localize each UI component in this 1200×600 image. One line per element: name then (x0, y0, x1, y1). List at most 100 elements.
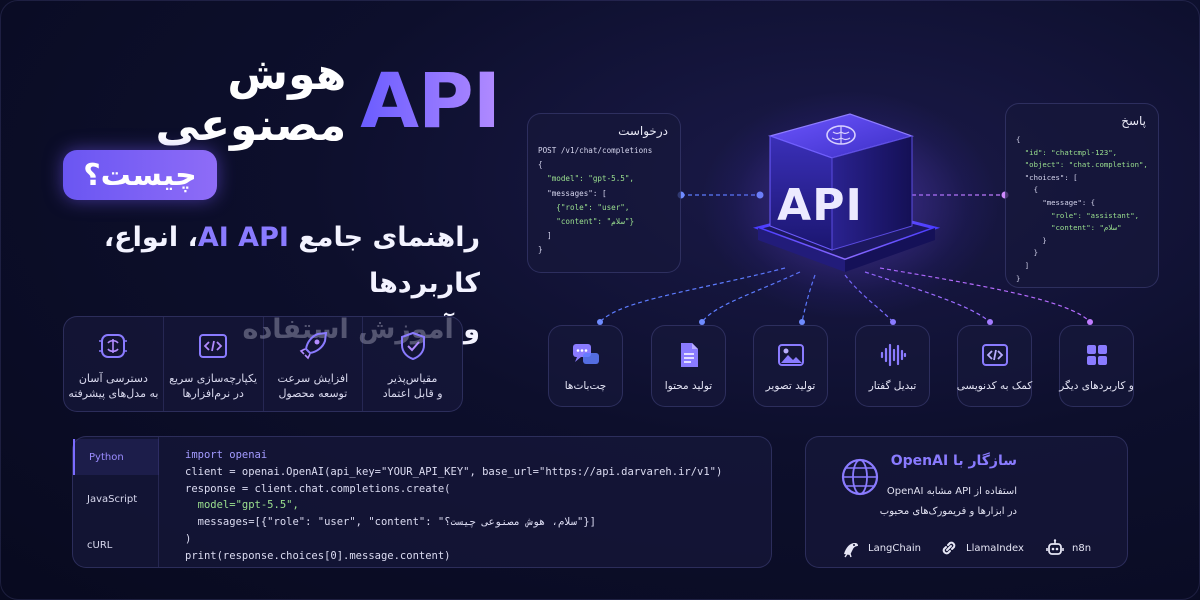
feature-line1: یکپارچه‌سازی سریع (169, 372, 258, 385)
framework-n8n: n8n (1044, 537, 1091, 559)
request-code: POST /v1/chat/completions { "model": "gpt… (528, 144, 680, 258)
code-line: print(response.choices[0].message.conten… (185, 549, 451, 562)
request-line: "model": "gpt-5.5", (538, 174, 635, 184)
feature-line2: توسعه محصول (278, 387, 348, 400)
cube-label: API (777, 180, 863, 231)
feature-item: دسترسی آسان به مدل‌های پیشرفته (64, 317, 163, 411)
usecase-chatbots: چت‌بات‌ها (548, 325, 623, 407)
openai-title: سازگار با OpenAI (890, 453, 1017, 469)
grid-icon (1086, 345, 1107, 365)
feature-item: افزایش سرعت توسعه محصول (262, 317, 363, 411)
openai-desc-line2: در ابزارها و فریمورک‌های محبوب (879, 506, 1017, 517)
subtitle-post: ، انواع، کاربردها (103, 222, 480, 299)
openai-panel: سازگار با OpenAI استفاده از API مشابه Op… (805, 436, 1128, 568)
document-icon (680, 343, 698, 367)
feature-line2: و قابل اعتماد (382, 387, 443, 400)
code-panel: Python JavaScript cURL import openai clie… (72, 436, 772, 568)
hero-title-api: API (360, 55, 501, 145)
framework-label: n8n (1072, 542, 1092, 554)
framework-llamaindex: LlamaIndex (938, 537, 1024, 559)
framework-langchain: LangChain (840, 537, 921, 559)
feature-line1: دسترسی آسان (78, 372, 148, 385)
usecase-speech: تبدیل گفتار (855, 325, 930, 407)
usecase-coding: کمک به کدنویسی (957, 325, 1032, 407)
feature-item: یکپارچه‌سازی سریع در نرم‌افزارها (162, 317, 263, 411)
feature-line1: افزایش سرعت (277, 372, 349, 385)
code-block: import openai client = openai.OpenAI(api_… (185, 447, 722, 565)
usecase-label: چت‌بات‌ها (564, 380, 607, 392)
hero-title-fa: هوش مصنوعی (155, 49, 347, 151)
tab-javascript[interactable]: JavaScript (87, 493, 138, 505)
features-panel: دسترسی آسان به مدل‌های پیشرفته یکپارچه‌سا… (63, 316, 463, 412)
code-line: client = openai.OpenAI(api_key="YOUR_API… (185, 465, 723, 478)
response-line: "choices": [ (1016, 172, 1078, 182)
usecase-label: تبدیل گفتار (868, 380, 917, 392)
openai-desc-line1: استفاده از API مشابه OpenAI (886, 486, 1017, 497)
robot-icon (1046, 539, 1064, 555)
code-line: ) (185, 532, 192, 545)
request-line: } (538, 245, 543, 255)
code-line: messages=[{"role": "user", "content": "س… (185, 516, 596, 529)
language-tabs: Python JavaScript cURL (73, 437, 159, 567)
code-line: import openai (185, 449, 268, 461)
waveform-icon (880, 343, 906, 367)
response-title: پاسخ (1121, 114, 1146, 128)
usecase-label: کمک به کدنویسی (956, 380, 1033, 392)
request-line: { (538, 160, 543, 170)
chain-link-icon (942, 541, 956, 555)
tab-python[interactable]: Python (73, 439, 159, 475)
request-line: "content": "سلام"} (538, 217, 635, 227)
subtitle-highlight: AI API (197, 222, 289, 253)
api-cube (753, 113, 941, 272)
response-line: "message": { (1016, 197, 1096, 207)
feature-line2: در نرم‌افزارها (182, 387, 244, 400)
request-line: "messages": [ (538, 188, 607, 198)
response-line: "object": "chat.completion", (1016, 160, 1148, 170)
response-panel: پاسخ { "id": "chatcmpl-123", "object": "… (1005, 103, 1159, 288)
response-line: } (1016, 273, 1021, 283)
request-title: درخواست (618, 124, 668, 138)
request-line: {"role": "user", (538, 202, 630, 212)
response-line: } (1016, 248, 1038, 258)
response-line: "role": "assistant", (1016, 210, 1140, 220)
code-line: model="gpt-5.5", (185, 499, 299, 512)
brain-chip-icon (99, 334, 128, 358)
response-line: } (1016, 235, 1047, 245)
chat-bubbles-icon (572, 344, 599, 364)
response-line: { (1016, 185, 1038, 195)
feature-line2: به مدل‌های پیشرفته (68, 387, 159, 400)
framework-label: LlamaIndex (966, 542, 1024, 554)
hero-title: هوش مصنوعی API (62, 49, 501, 151)
request-line: ] (538, 231, 552, 241)
code-icon (981, 344, 1008, 366)
request-line: POST /v1/chat/completions (538, 146, 653, 155)
tab-curl[interactable]: cURL (87, 539, 113, 551)
usecase-label: و کاربردهای دیگر (1059, 380, 1134, 392)
subtitle-pre: راهنمای جامع (298, 222, 480, 253)
openai-desc: استفاده از API مشابه OpenAI در ابزارها و… (817, 482, 1017, 522)
usecase-label: تولید تصویر (765, 380, 816, 392)
response-line: "content": "سلام" (1016, 223, 1122, 233)
code-window-icon (199, 334, 228, 358)
feature-line1: مقیاس‌پذیر (387, 372, 438, 385)
image-icon (777, 344, 804, 366)
usecase-label: تولید محتوا (664, 380, 713, 392)
globe-icon (841, 458, 879, 496)
question-pill: چیست؟ (63, 150, 217, 200)
feature-item: مقیاس‌پذیر و قابل اعتماد (362, 317, 462, 411)
usecase-content: تولید محتوا (651, 325, 726, 407)
response-line: ] (1016, 260, 1030, 270)
rocket-icon (299, 331, 328, 360)
code-line: response = client.chat.completions.creat… (185, 482, 451, 495)
framework-label: LangChain (868, 542, 921, 554)
response-code: { "id": "chatcmpl-123", "object": "chat.… (1006, 134, 1158, 285)
usecase-image: تولید تصویر (753, 325, 828, 407)
parrot-icon (844, 543, 858, 558)
request-panel: درخواست POST /v1/chat/completions { "mode… (527, 113, 681, 273)
usecase-more: و کاربردهای دیگر (1059, 325, 1134, 407)
response-line: { (1016, 135, 1021, 144)
response-line: "id": "chatcmpl-123", (1016, 147, 1118, 157)
brain-icon (826, 125, 856, 145)
shield-check-icon (400, 331, 425, 361)
